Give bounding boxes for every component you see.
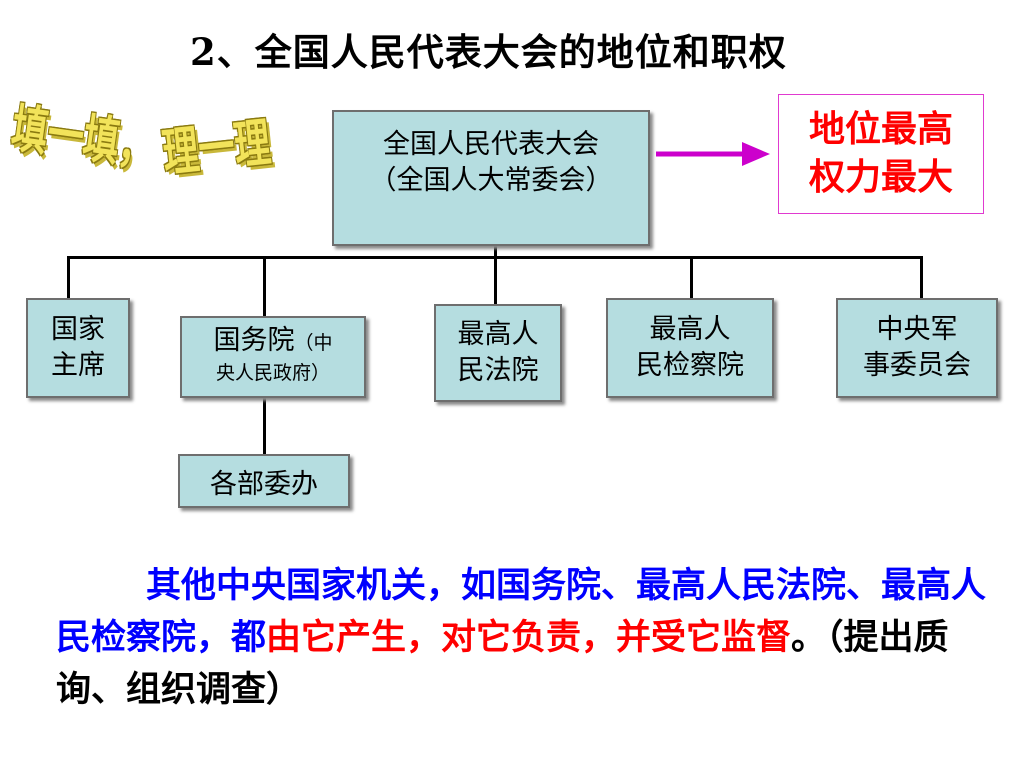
supreme-court-line1: 最高人 [457,319,539,350]
paragraph-part2: 由它产生，对它负责，并受它监督 [266,618,792,658]
state-council-node: 国务院（中 央人民政府） [180,316,366,398]
procuratorate-line1: 最高人 [649,314,731,345]
npc-node-line2: （全国人大常委会） [369,165,613,196]
page-title: 2、全国人民代表大会的地位和职权 [190,30,787,74]
status-box: 地位最高 权力最大 [778,94,984,214]
state-council-small: （中 [294,332,333,354]
supreme-court-node: 最高人 民法院 [434,304,562,402]
ministries-node: 各部委办 [178,454,350,508]
supreme-court-line2: 民法院 [457,355,539,386]
connector-military [920,256,923,298]
president-line2: 主席 [51,350,105,381]
status-line1: 地位最高 [808,109,953,150]
arrow-icon [656,142,770,166]
connector-procuratorate [690,256,693,298]
president-line1: 国家 [51,314,105,345]
military-commission-node: 中央军 事委员会 [836,298,998,398]
military-line1: 中央军 [876,314,958,345]
paragraph-part1: 其他中央国家机关，如国务院、最高人民法院、最高人民检察院，都 [56,566,987,658]
state-council-line1: 国务院（中 [213,326,332,358]
status-line2: 权力最大 [808,157,953,198]
npc-node-line1: 全国人民代表大会 [383,129,599,160]
connector-president [67,256,70,298]
state-council-line2: 央人民政府） [215,362,330,384]
decorative-text-sort: 理一理 [159,112,274,185]
procuratorate-node: 最高人 民检察院 [606,298,774,398]
state-council-main: 国务院 [213,325,295,356]
decorative-text-fill: 填一填， [7,98,159,179]
connector-ministries [263,398,266,454]
summary-paragraph: 其他中央国家机关，如国务院、最高人民法院、最高人民检察院，都由它产生，对它负责，… [56,560,986,716]
connector-horizontal [67,256,923,259]
military-line2: 事委员会 [863,350,971,381]
procuratorate-line2: 民检察院 [636,350,744,381]
paragraph-part3: 。（提出质询、组织调查） [56,618,949,710]
connector-state-council [263,256,266,316]
npc-node: 全国人民代表大会 （全国人大常委会） [332,110,650,246]
president-node: 国家 主席 [26,298,130,398]
ministries-label: 各部委办 [210,468,318,500]
